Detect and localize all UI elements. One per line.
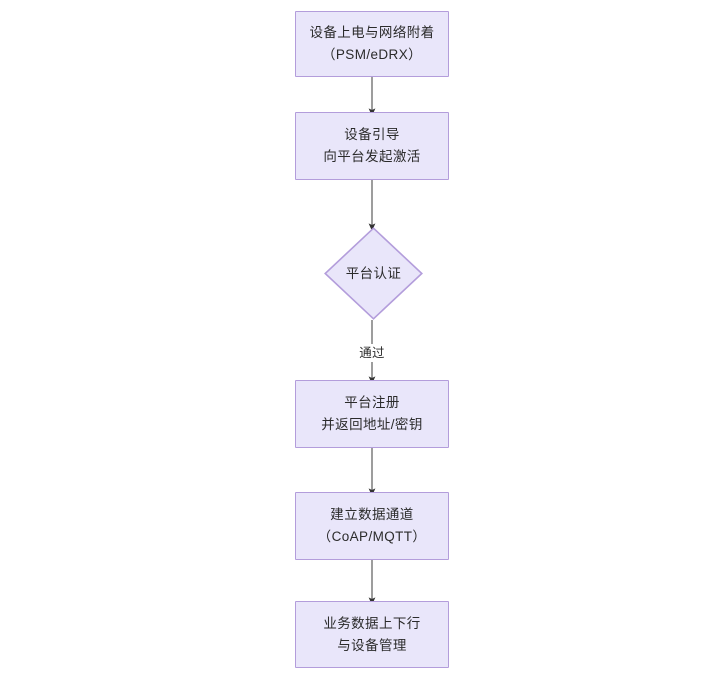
node-label-line: 设备引导 xyxy=(344,127,400,142)
node-platform-auth[interactable]: 平台认证 xyxy=(324,227,423,320)
node-label-line: 并返回地址/密钥 xyxy=(321,417,423,432)
node-label-line: 设备上电与网络附着 xyxy=(309,25,435,40)
diamond-shape xyxy=(324,227,423,320)
node-label-line: （CoAP/MQTT） xyxy=(317,529,427,544)
node-label-line: 平台注册 xyxy=(344,395,400,410)
node-power-on[interactable]: 设备上电与网络附着 （PSM/eDRX） xyxy=(295,11,449,77)
node-label-line: 建立数据通道 xyxy=(330,507,414,522)
node-label-line: 向平台发起激活 xyxy=(323,149,421,164)
node-label-line: （PSM/eDRX） xyxy=(321,47,423,62)
edge-label-e3: 通过 xyxy=(356,344,388,362)
node-label-line: 与设备管理 xyxy=(337,637,407,653)
node-business-data[interactable]: 业务数据上下行与设备管理 xyxy=(295,601,449,668)
node-bootstrap[interactable]: 设备引导向平台发起激活 xyxy=(295,112,449,180)
node-label-line: 平台认证 xyxy=(345,265,402,281)
node-label-line: 业务数据上下行 xyxy=(323,615,421,631)
node-data-channel[interactable]: 建立数据通道 （CoAP/MQTT） xyxy=(295,492,449,560)
node-platform-register[interactable]: 平台注册并返回地址/密钥 xyxy=(295,380,449,448)
